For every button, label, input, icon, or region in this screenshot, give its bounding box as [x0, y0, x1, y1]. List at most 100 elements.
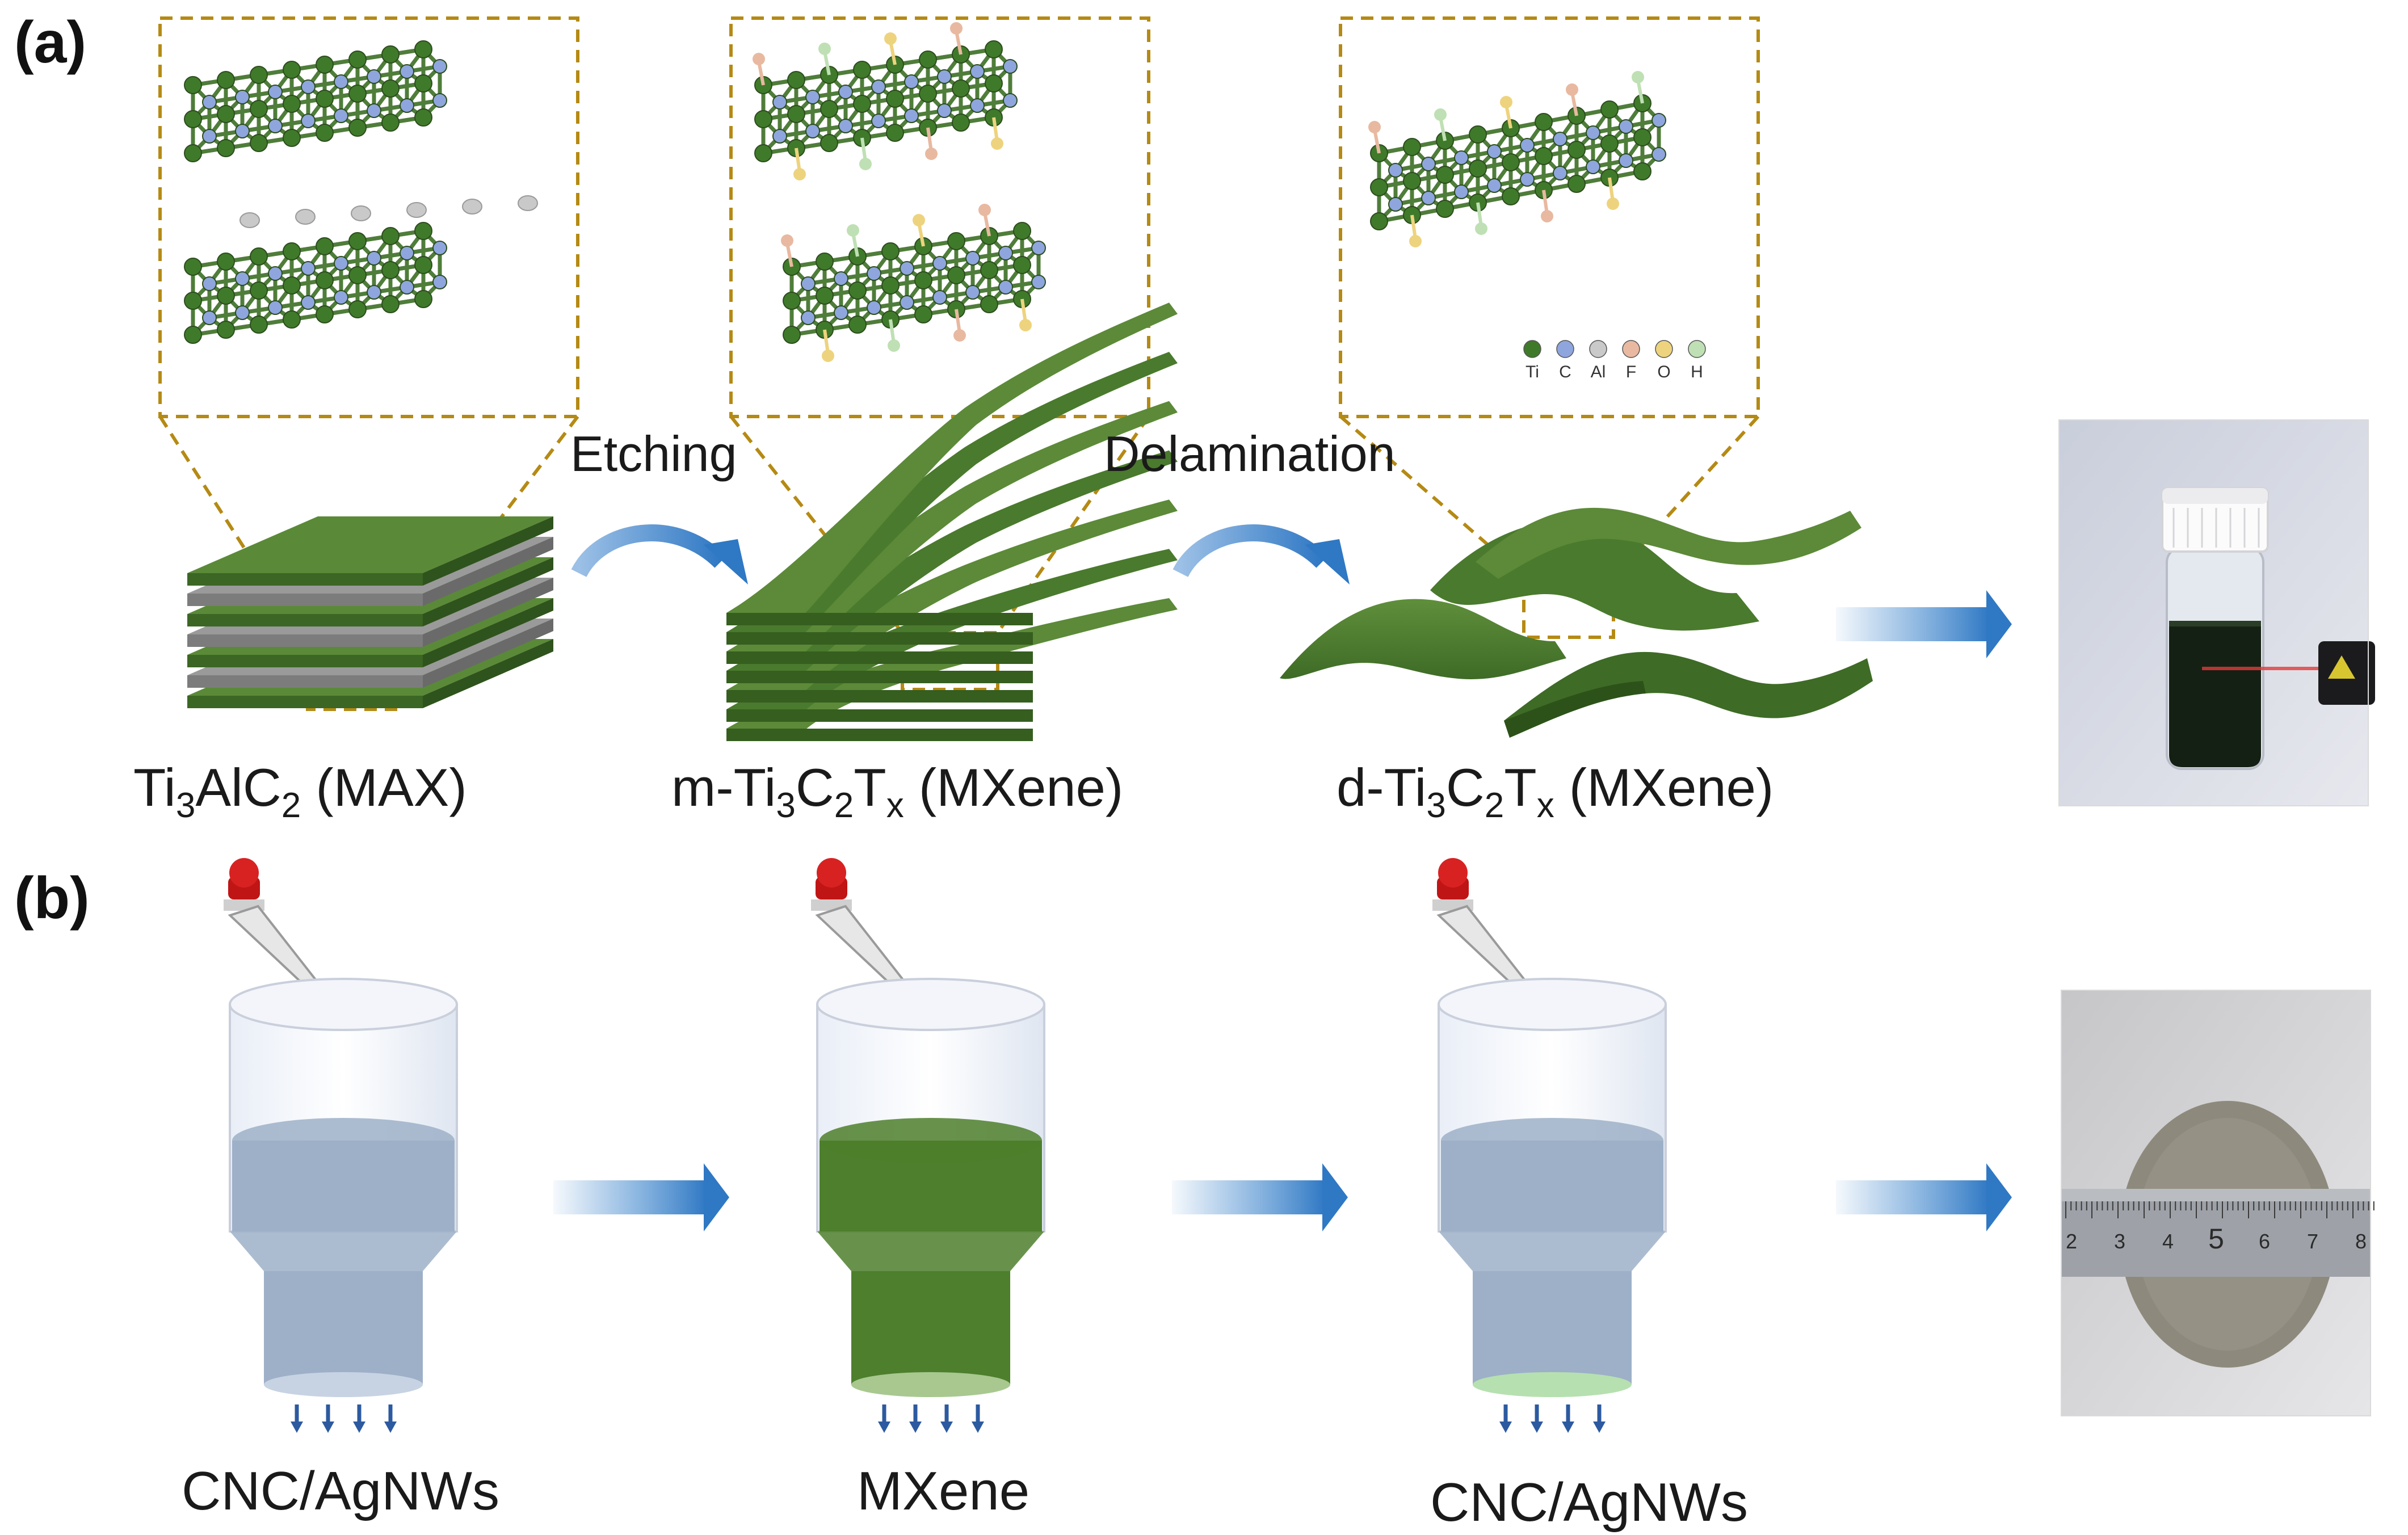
carbon-atom [367, 69, 381, 84]
aluminium-atom [351, 205, 371, 221]
titanium-atom [914, 305, 932, 323]
titanium-atom [980, 261, 998, 279]
carbon-atom [301, 113, 316, 128]
filter-membrane [1473, 1372, 1632, 1397]
label-b-cnc-agnws-1: CNC/AgNWs [182, 1461, 499, 1521]
termination-atom [978, 204, 991, 216]
titanium-atom [381, 227, 400, 245]
titanium-atom [947, 232, 965, 250]
carbon-atom [1487, 178, 1502, 193]
termination-atom [1475, 222, 1487, 235]
titanium-atom [217, 287, 235, 305]
titanium-atom [1633, 128, 1651, 146]
titanium-atom [1567, 141, 1586, 159]
titanium-atom [754, 144, 772, 162]
carbon-atom [268, 85, 283, 99]
legend-label-o: O [1657, 363, 1670, 381]
titanium-atom [1436, 200, 1454, 218]
titanium-atom [250, 247, 268, 266]
titanium-atom [414, 74, 432, 92]
carbon-atom [367, 251, 381, 266]
titanium-atom [184, 144, 202, 162]
titanium-atom [283, 61, 301, 79]
titanium-atom [1502, 153, 1520, 171]
curved-arrow-delamination [1173, 524, 1350, 584]
mxene-sheet [726, 302, 1178, 619]
carbon-atom [1651, 113, 1666, 128]
carbon-atom [772, 95, 787, 110]
termination-atom [1500, 96, 1512, 108]
titanium-atom [381, 45, 400, 64]
funnel-neck [1473, 1271, 1632, 1385]
titanium-atom [184, 326, 202, 344]
funnel-cnc-agnws-1 [224, 858, 458, 1433]
carbon-atom [1520, 172, 1535, 187]
ruler-tick-label: 8 [2355, 1230, 2367, 1253]
termination-atom [991, 137, 1003, 150]
titanium-atom [316, 305, 334, 323]
carbon-atom [367, 103, 381, 118]
termination-atom [822, 350, 834, 362]
ruler-tick-label: 2 [2066, 1230, 2077, 1253]
titanium-atom [914, 271, 932, 289]
titanium-atom [783, 292, 801, 310]
titanium-atom [217, 105, 235, 123]
titanium-atom [250, 281, 268, 300]
carbon-atom [1454, 184, 1469, 199]
carbon-atom [432, 275, 447, 289]
ruler-tick-label: 5 [2208, 1223, 2224, 1255]
titanium-atom [787, 71, 805, 89]
carbon-atom [1651, 147, 1666, 162]
arrow-b2 [1172, 1163, 1348, 1231]
photo-mxene-dispersion-vial [2058, 419, 2375, 806]
carbon-atom [838, 85, 853, 99]
legend-swatch-h [1688, 340, 1706, 358]
ruler-tick-label: 6 [2259, 1230, 2270, 1253]
termination-atom [859, 158, 872, 170]
carbon-atom [998, 246, 1013, 260]
titanium-atom [184, 258, 202, 276]
titanium-atom [217, 139, 235, 157]
carbon-atom [268, 300, 283, 315]
titanium-atom [848, 316, 867, 334]
atomic-structure-max [184, 40, 538, 344]
termination-atom [953, 329, 966, 342]
carbon-atom [334, 290, 348, 305]
termination-atom [1019, 319, 1032, 331]
titanium-atom [283, 276, 301, 295]
titanium-atom [414, 108, 432, 127]
titanium-atom [217, 71, 235, 89]
titanium-atom [848, 281, 867, 300]
carbon-atom [970, 98, 985, 113]
mxene-sheet [726, 499, 1178, 696]
carbon-atom [432, 241, 447, 255]
titanium-atom [985, 74, 1003, 92]
flake-top [1476, 507, 1861, 579]
titanium-atom [952, 79, 970, 98]
carbon-atom [834, 271, 848, 286]
carbon-atom [1454, 150, 1469, 165]
zoom-box-max [158, 16, 579, 418]
termination-atom [888, 339, 900, 352]
titanium-atom [947, 266, 965, 284]
termination-atom [950, 22, 963, 35]
carbon-atom [834, 305, 848, 320]
legend-label-ti: Ti [1526, 363, 1539, 381]
carbon-atom [334, 74, 348, 89]
ruler-tick-label: 7 [2307, 1230, 2318, 1253]
carbon-atom [932, 290, 947, 305]
termination-atom [781, 234, 793, 247]
zoom-box-d-mxene [1339, 16, 1760, 418]
carbon-atom [867, 266, 881, 281]
carbon-atom [772, 129, 787, 144]
titanium-atom [184, 76, 202, 94]
carbon-atom [1388, 197, 1403, 212]
carbon-atom [1003, 93, 1018, 108]
titanium-atom [820, 100, 838, 118]
carbon-atom [801, 310, 816, 325]
titanium-atom [1600, 134, 1619, 153]
titanium-atom [881, 276, 900, 295]
carbon-atom [937, 103, 952, 118]
